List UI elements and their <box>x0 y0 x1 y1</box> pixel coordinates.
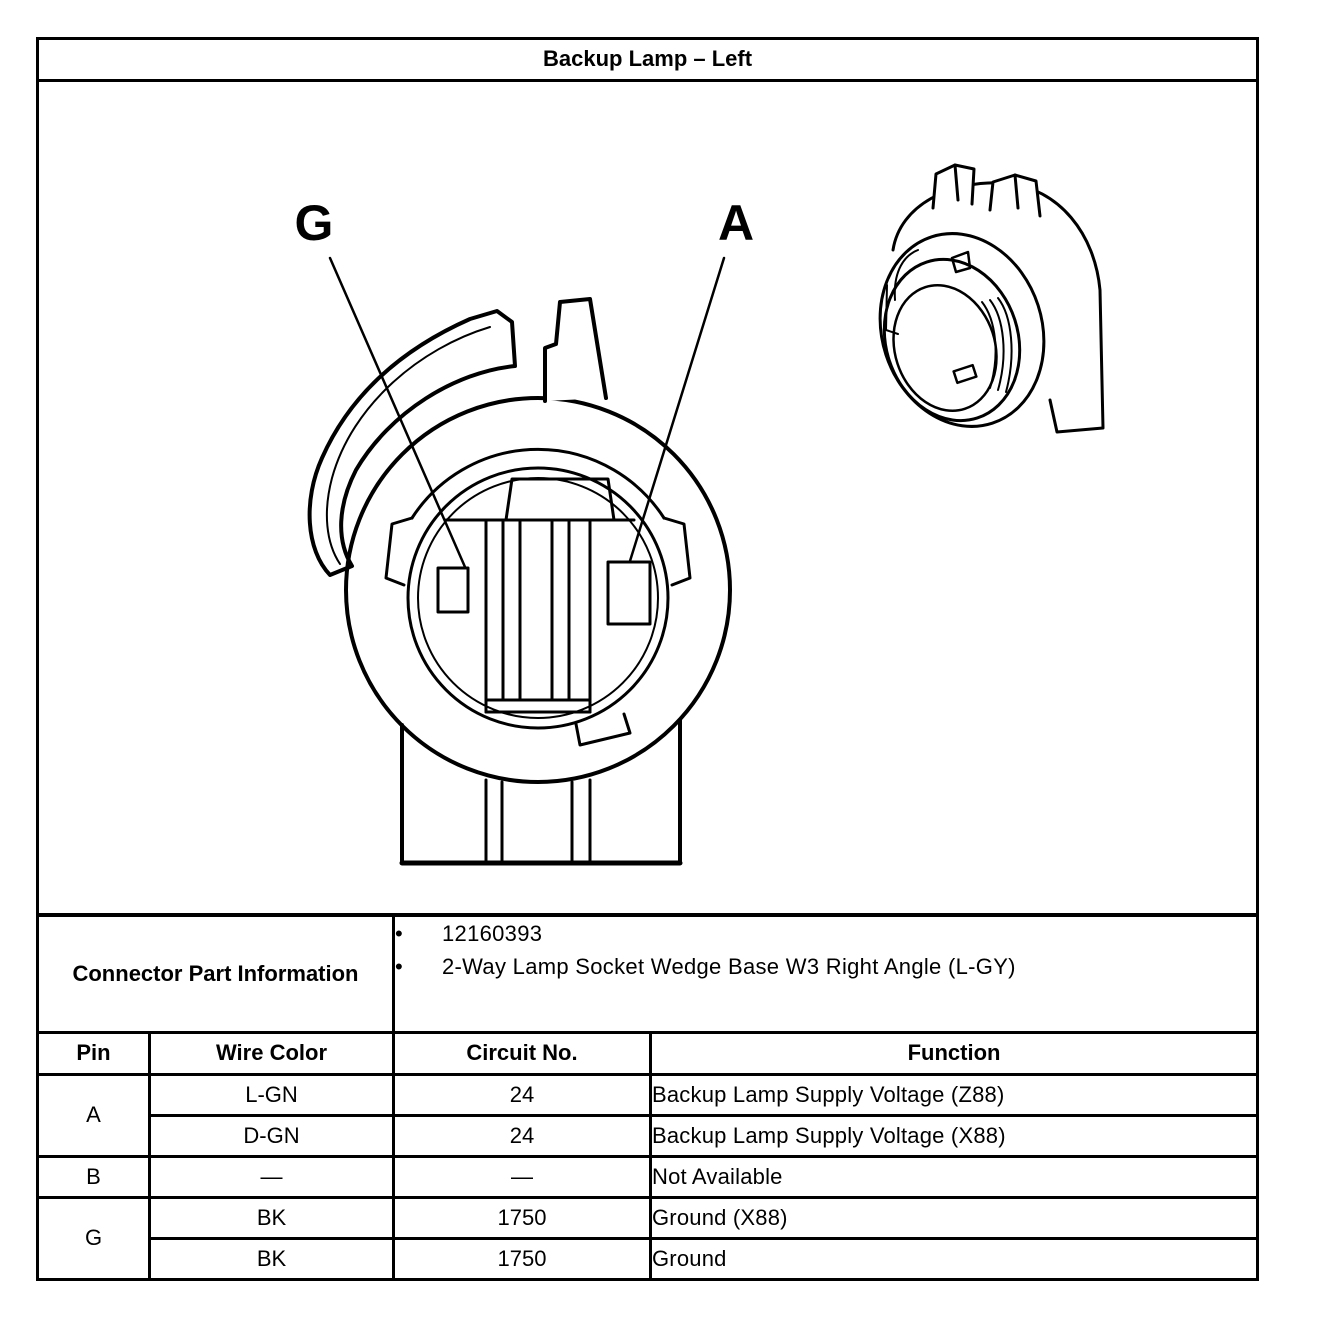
function-cell: Backup Lamp Supply Voltage (Z88) <box>648 1073 1260 1117</box>
header-pin: Pin <box>36 1031 151 1076</box>
connector-info-item: 12160393 <box>395 917 1256 950</box>
table-row: A L-GN 24 Backup Lamp Supply Voltage (Z8… <box>36 1073 1260 1158</box>
wire-color-cell: L-GN <box>148 1073 395 1117</box>
pin-cell: A <box>36 1073 151 1158</box>
connector-info-label: Connector Part Information <box>36 913 395 1034</box>
header-function: Function <box>648 1031 1260 1076</box>
table-row: BK 1750 Ground <box>38 1237 1260 1281</box>
connector-info-item: 2-Way Lamp Socket Wedge Base W3 Right An… <box>395 950 1256 983</box>
part-number: 12160393 <box>442 920 543 946</box>
circuit-no-cell: — <box>392 1155 652 1199</box>
wire-color-cell: D-GN <box>148 1114 395 1158</box>
title-row: Backup Lamp – Left <box>35 37 1260 82</box>
pin-cell: G <box>36 1196 151 1281</box>
circuit-no-cell: 24 <box>392 1114 652 1158</box>
table-row: B — — Not Available <box>36 1155 1260 1199</box>
table-row: D-GN 24 Backup Lamp Supply Voltage (X88) <box>38 1114 1260 1158</box>
function-cell: Ground (X88) <box>648 1196 1260 1240</box>
circuit-no-cell: 24 <box>392 1073 652 1117</box>
connector-info-list: 12160393 2-Way Lamp Socket Wedge Base W3… <box>391 913 1260 1034</box>
connector-table: Backup Lamp – Left Connector Part Inform… <box>35 37 1260 1281</box>
drawing-row <box>35 79 1260 917</box>
circuit-no-cell: 1750 <box>392 1196 652 1240</box>
pin-table-header: Pin Wire Color Circuit No. Function <box>36 1031 1260 1076</box>
table-row: G BK 1750 Ground (X88) <box>36 1196 1260 1281</box>
header-circuit-no: Circuit No. <box>392 1031 652 1076</box>
function-cell: Ground <box>648 1237 1260 1281</box>
drawing-area <box>35 79 1260 917</box>
part-description: 2-Way Lamp Socket Wedge Base W3 Right An… <box>442 953 1016 979</box>
bullet-icon <box>395 917 442 950</box>
header-wire-color: Wire Color <box>148 1031 395 1076</box>
wire-color-cell: BK <box>148 1196 395 1240</box>
function-cell: Not Available <box>648 1155 1260 1199</box>
wire-color-cell: BK <box>148 1237 395 1281</box>
bullet-icon <box>395 950 442 983</box>
connector-info-row: Connector Part Information 12160393 2-Wa… <box>36 913 1260 1034</box>
circuit-no-cell: 1750 <box>392 1237 652 1281</box>
sheet-title: Backup Lamp – Left <box>35 37 1260 82</box>
function-cell: Backup Lamp Supply Voltage (X88) <box>648 1114 1260 1158</box>
wire-color-cell: — <box>148 1155 395 1199</box>
pin-cell: B <box>36 1155 151 1199</box>
